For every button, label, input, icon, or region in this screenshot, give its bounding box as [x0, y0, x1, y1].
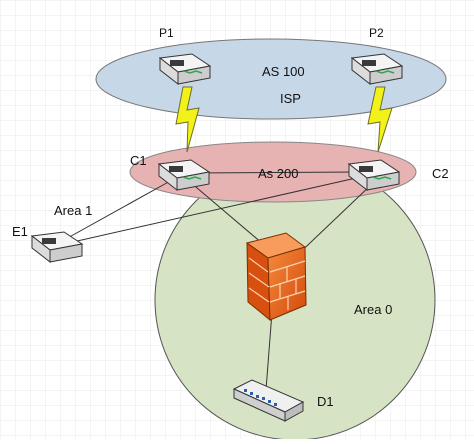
firewall-icon[interactable] [245, 232, 307, 322]
label-as100: AS 100 [262, 64, 305, 79]
router-p2[interactable] [350, 53, 404, 86]
lightning-bolt-icon [367, 86, 393, 153]
link-firewall-d1 [265, 311, 273, 391]
router-c2[interactable] [347, 159, 401, 192]
label-as200: As 200 [258, 166, 298, 181]
links [63, 171, 373, 391]
link-c1-e1 [63, 179, 173, 241]
link-c2-e1 [63, 177, 357, 245]
label-e1: E1 [12, 224, 28, 239]
link-c1-c2 [189, 171, 361, 174]
label-p1: P1 [159, 26, 174, 40]
label-d1: D1 [317, 394, 334, 409]
label-c2: C2 [432, 166, 449, 181]
label-area0: Area 0 [354, 302, 392, 317]
label-area1: Area 1 [54, 203, 92, 218]
router-c1[interactable] [157, 159, 211, 192]
router-e1[interactable] [30, 231, 84, 264]
lightning-bolt-icon [175, 86, 200, 153]
label-isp: ISP [280, 91, 301, 106]
switch-d1[interactable] [232, 379, 305, 422]
label-c1: C1 [130, 153, 147, 168]
label-p2: P2 [369, 26, 384, 40]
as200-zone [129, 141, 417, 203]
router-p1[interactable] [158, 53, 212, 86]
